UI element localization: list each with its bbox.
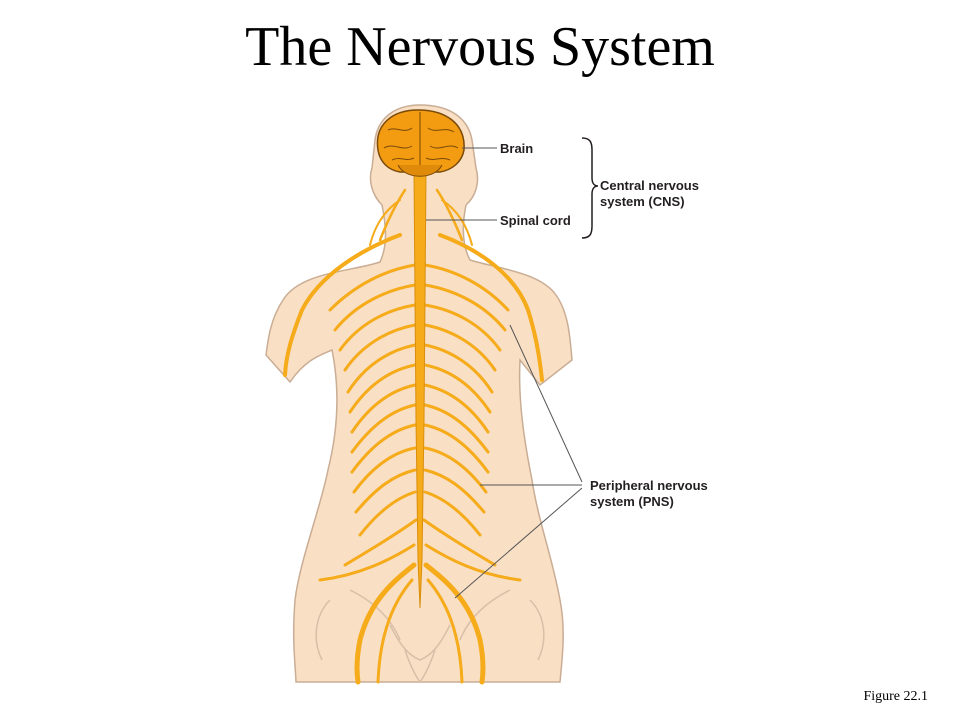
pns-label-line1: Peripheral nervous — [590, 478, 708, 493]
leader-lines — [426, 147, 583, 599]
pelvis-outline — [315, 589, 545, 683]
spinal-cord-label: Spinal cord — [500, 213, 571, 228]
page-title: The Nervous System — [245, 16, 715, 78]
brain-label: Brain — [500, 141, 533, 156]
spinal-cord — [413, 171, 427, 609]
pns-leader-line-lower — [454, 487, 583, 599]
peripheral-nerves — [283, 188, 544, 685]
cns-bracket — [581, 137, 599, 239]
figure-caption: Figure 22.1 — [863, 689, 928, 704]
pns-leader-line-upper — [509, 324, 583, 483]
cns-label-line2: system (CNS) — [600, 194, 685, 209]
cns-label-line1: Central nervous — [600, 178, 699, 193]
pns-label-line2: system (PNS) — [590, 494, 674, 509]
brain — [376, 109, 465, 177]
